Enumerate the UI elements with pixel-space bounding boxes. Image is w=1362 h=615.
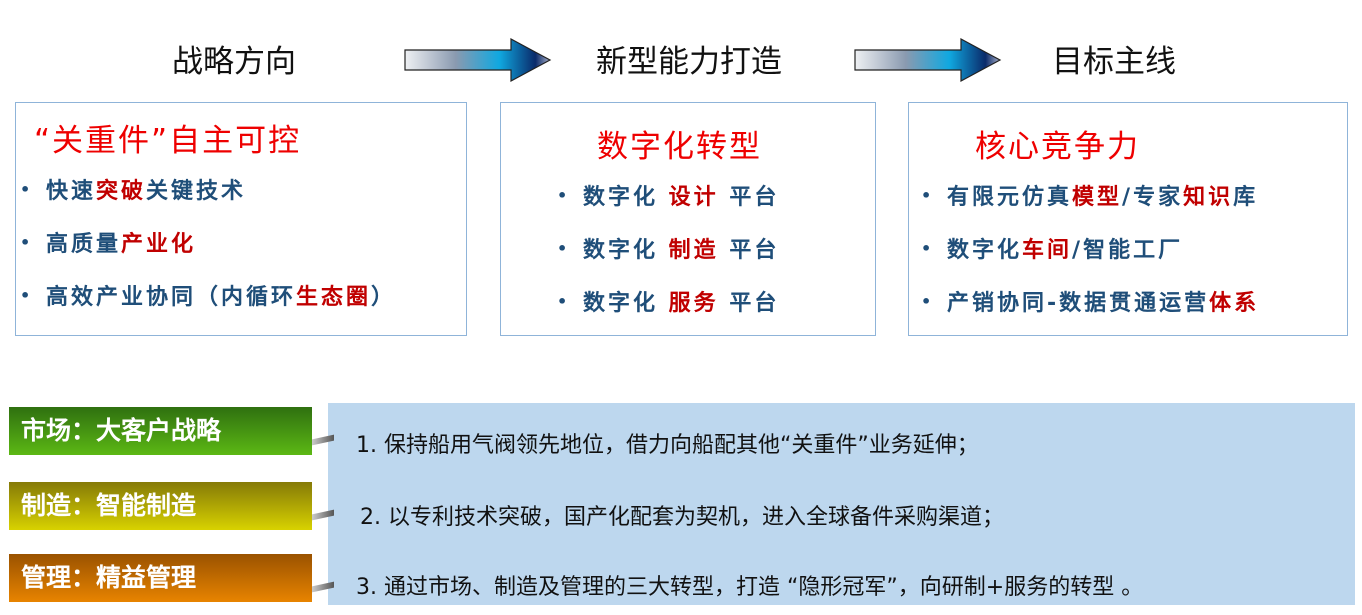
arrow-right-icon xyxy=(404,38,552,82)
item-text: 快速 xyxy=(46,179,97,204)
bullet-icon: • xyxy=(921,186,935,205)
item-text: ） xyxy=(371,285,397,310)
point-1: 1. 保持船用气阀领先地位，借力向船配其他“关重件”业务延伸； xyxy=(356,433,979,458)
item-text: /专家 xyxy=(1122,185,1184,210)
item-text: 库 xyxy=(1233,185,1259,210)
box-title: “关重件”自主可控 xyxy=(34,123,302,159)
list-item: • 数字化 设计 平台 xyxy=(557,179,779,232)
bullet-icon: • xyxy=(557,239,571,258)
header-capability: 新型能力打造 xyxy=(596,44,782,80)
list-item: • 数字化车间/智能工厂 xyxy=(921,232,1259,285)
summary-panel: 1. 保持船用气阀领先地位，借力向船配其他“关重件”业务延伸； 2. 以专利技术… xyxy=(328,403,1355,605)
arrow-right-icon xyxy=(854,38,1002,82)
tag-manufacturing: 制造：智能制造 xyxy=(9,482,312,530)
bullet-icon: • xyxy=(921,239,935,258)
tag-market: 市场：大客户战略 xyxy=(9,407,312,455)
bullet-icon: • xyxy=(557,186,571,205)
box-title: 数字化转型 xyxy=(597,129,762,165)
highlight-text: 车间 xyxy=(1022,238,1073,263)
list-item: • 产销协同-数据贯通运营体系 xyxy=(921,285,1259,338)
highlight-text: 突破 xyxy=(96,179,147,204)
list-item: • 高效产业协同（内循环生态圈） xyxy=(20,279,396,332)
highlight-text: 服务 xyxy=(668,291,719,316)
highlight-text: 生态圈 xyxy=(296,285,372,310)
highlight-text: 知识 xyxy=(1183,185,1234,210)
strategy-box: “关重件”自主可控 • 快速突破关键技术 • 高质量产业化 • 高效产业协同（内循环生态圈） xyxy=(15,102,467,336)
list-item: • 数字化 制造 平台 xyxy=(557,232,779,285)
list-item: • 快速突破关键技术 xyxy=(20,173,396,226)
highlight-text: 产业化 xyxy=(121,232,197,257)
item-text: 平台 xyxy=(718,291,780,316)
list-item: • 数字化 服务 平台 xyxy=(557,285,779,338)
bullet-icon: • xyxy=(557,292,571,311)
item-text: 有限元仿真 xyxy=(947,185,1073,210)
header-goal: 目标主线 xyxy=(1052,44,1176,80)
bullet-icon: • xyxy=(20,180,34,199)
header-strategy: 战略方向 xyxy=(172,44,296,80)
box-title: 核心竞争力 xyxy=(975,129,1140,165)
item-text: 数字化 xyxy=(583,185,669,210)
bullet-icon: • xyxy=(921,292,935,311)
item-text: 平台 xyxy=(718,238,780,263)
item-text: 数字化 xyxy=(947,238,1023,263)
item-text: 高质量 xyxy=(46,232,122,257)
capability-box: 数字化转型 • 数字化 设计 平台 • 数字化 制造 平台 • 数字化 服务 平台 xyxy=(500,102,876,336)
highlight-text: 制造 xyxy=(668,238,719,263)
highlight-text: 设计 xyxy=(668,185,719,210)
item-text: 高效产业协同（内循环 xyxy=(46,285,297,310)
highlight-text: 模型 xyxy=(1072,185,1123,210)
item-text: 数字化 xyxy=(583,238,669,263)
goal-box: 核心竞争力 • 有限元仿真模型/专家知识库 • 数字化车间/智能工厂 • 产销协同-数据贯通… xyxy=(908,102,1348,336)
item-text: 产销协同-数据贯通运营 xyxy=(947,291,1210,316)
list-item: • 有限元仿真模型/专家知识库 xyxy=(921,179,1259,232)
bullet-icon: • xyxy=(20,233,34,252)
point-2: 2. 以专利技术突破，国产化配套为契机，进入全球备件采购渠道； xyxy=(360,505,1004,530)
list-item: • 高质量产业化 xyxy=(20,226,396,279)
point-3: 3. 通过市场、制造及管理的三大转型，打造 “隐形冠军”，向研制+服务的转型 。 xyxy=(356,575,1144,600)
item-text: 关键技术 xyxy=(146,179,247,204)
item-text: /智能工厂 xyxy=(1072,238,1184,263)
item-text: 平台 xyxy=(718,185,780,210)
tag-management: 管理：精益管理 xyxy=(9,554,312,602)
item-text: 数字化 xyxy=(583,291,669,316)
highlight-text: 体系 xyxy=(1209,291,1260,316)
bullet-icon: • xyxy=(20,286,34,305)
